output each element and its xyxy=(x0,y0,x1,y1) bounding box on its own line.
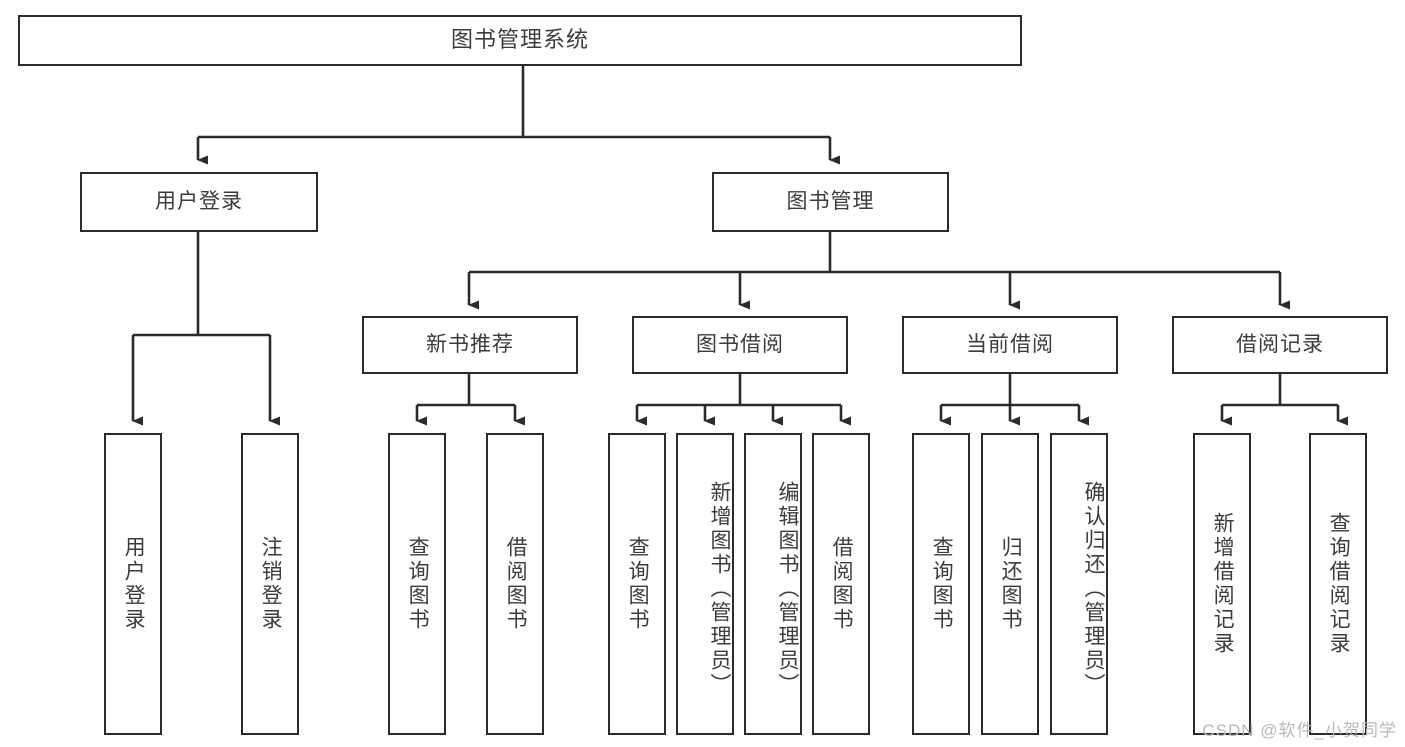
leaf-user-login-login[interactable]: 用户登录 xyxy=(104,433,162,735)
node-label: 确认归还（管理员） xyxy=(1082,481,1105,697)
leaf-user-login-logout[interactable]: 注销登录 xyxy=(241,433,299,735)
leaf-current-query-book[interactable]: 查询图书 xyxy=(912,433,970,735)
node-label: 归还图书 xyxy=(999,536,1023,632)
leaf-current-confirm-return-admin[interactable]: 确认归还（管理员） xyxy=(1050,433,1108,735)
leaf-current-return-book[interactable]: 归还图书 xyxy=(981,433,1039,735)
node-root-system[interactable]: 图书管理系统 xyxy=(18,15,1022,66)
leaf-borrow-borrow-book[interactable]: 借阅图书 xyxy=(812,433,870,735)
node-label: 查询图书 xyxy=(406,536,430,632)
node-book-management[interactable]: 图书管理 xyxy=(712,172,949,232)
watermark: CSDN @软件_小贺同学 xyxy=(1202,721,1397,740)
node-label: 编辑图书（管理员） xyxy=(776,481,799,697)
node-label: 新书推荐 xyxy=(426,333,514,357)
node-label: 新增借阅记录 xyxy=(1211,512,1235,656)
node-label: 注销登录 xyxy=(259,536,283,632)
leaf-borrow-query-book[interactable]: 查询图书 xyxy=(608,433,666,735)
node-book-borrow[interactable]: 图书借阅 xyxy=(632,316,848,374)
leaf-recommend-query-book[interactable]: 查询图书 xyxy=(388,433,446,735)
node-label: 查询图书 xyxy=(930,536,954,632)
node-borrow-record[interactable]: 借阅记录 xyxy=(1172,316,1388,374)
node-user-login[interactable]: 用户登录 xyxy=(80,172,318,232)
node-label: 新增图书（管理员） xyxy=(708,481,731,697)
leaf-borrow-edit-book-admin[interactable]: 编辑图书（管理员） xyxy=(744,433,802,735)
leaf-record-query-record[interactable]: 查询借阅记录 xyxy=(1309,433,1367,735)
node-label: 图书借阅 xyxy=(696,333,784,357)
node-label: 查询借阅记录 xyxy=(1327,512,1351,656)
node-label: 当前借阅 xyxy=(966,333,1054,357)
leaf-recommend-borrow-book[interactable]: 借阅图书 xyxy=(486,433,544,735)
node-current-borrow[interactable]: 当前借阅 xyxy=(902,316,1118,374)
node-new-book-recommend[interactable]: 新书推荐 xyxy=(362,316,578,374)
node-label: 查询图书 xyxy=(626,536,650,632)
node-label: 图书管理 xyxy=(786,190,875,214)
node-label: 借阅图书 xyxy=(504,536,528,632)
node-label: 用户登录 xyxy=(122,536,146,632)
node-label: 用户登录 xyxy=(155,190,243,214)
leaf-borrow-add-book-admin[interactable]: 新增图书（管理员） xyxy=(676,433,734,735)
node-label: 借阅记录 xyxy=(1236,333,1324,357)
leaf-record-add-record[interactable]: 新增借阅记录 xyxy=(1193,433,1251,735)
node-label: 图书管理系统 xyxy=(450,27,589,53)
node-label: 借阅图书 xyxy=(830,536,854,632)
